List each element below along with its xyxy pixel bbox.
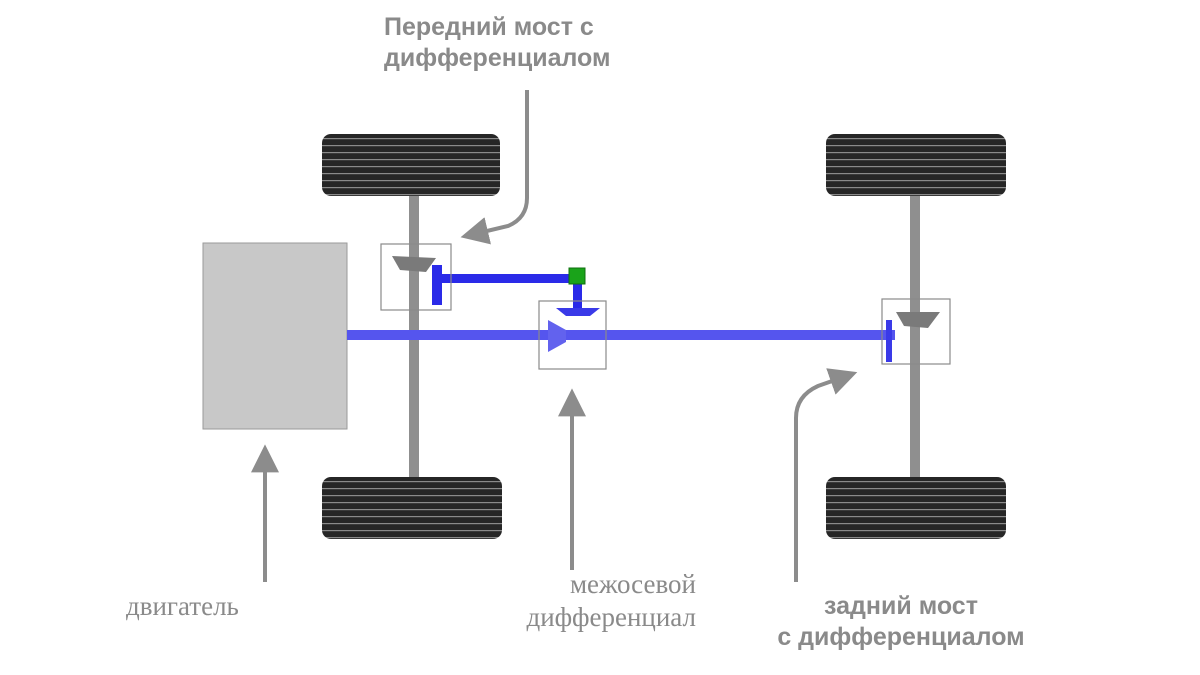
engine-label-text: двигатель: [126, 591, 239, 621]
front-left-wheel: [322, 134, 500, 196]
transfer-link-joint: [568, 267, 586, 285]
rear-axle-label: задний мост с дифференциалом: [736, 591, 1066, 652]
main-drive-shaft: [347, 330, 895, 340]
center-differential-housing: [538, 300, 607, 370]
center-diff-label-line1: межосевой: [569, 569, 696, 599]
rear-axle-label-line1: задний мост: [824, 592, 978, 620]
center-diff-label-line2: дифференциал: [526, 601, 696, 632]
front-output-shaft: [440, 274, 578, 283]
front-axle-label-line2: дифференциалом: [384, 43, 611, 72]
front-right-wheel: [322, 477, 502, 539]
rear-axle-label-line2: с дифференциалом: [777, 622, 1025, 651]
engine-label: двигатель: [126, 590, 239, 623]
center-diff-label: межосевой дифференциал: [466, 568, 696, 634]
front-axle-label: Передний мост с дифференциалом: [384, 12, 610, 73]
rear-diff-gear: [896, 312, 940, 328]
front-axle-label-line1: Передний мост с: [384, 13, 594, 41]
transfer-link-shaft: [573, 282, 582, 310]
center-diff-top-gear: [556, 308, 600, 316]
rear-axle-arrow: [794, 368, 858, 582]
front-differential-housing: [380, 243, 452, 311]
front-pinion-stub: [432, 265, 442, 305]
center-diff-pinion: [548, 320, 566, 352]
rear-left-wheel: [826, 134, 1006, 196]
rear-right-wheel: [826, 477, 1006, 539]
engine-block: [202, 242, 348, 430]
rear-differential-housing: [881, 298, 951, 365]
rear-pinion-stub: [886, 320, 892, 362]
front-diff-gear: [392, 256, 436, 272]
front-axle-arrow: [460, 90, 529, 245]
